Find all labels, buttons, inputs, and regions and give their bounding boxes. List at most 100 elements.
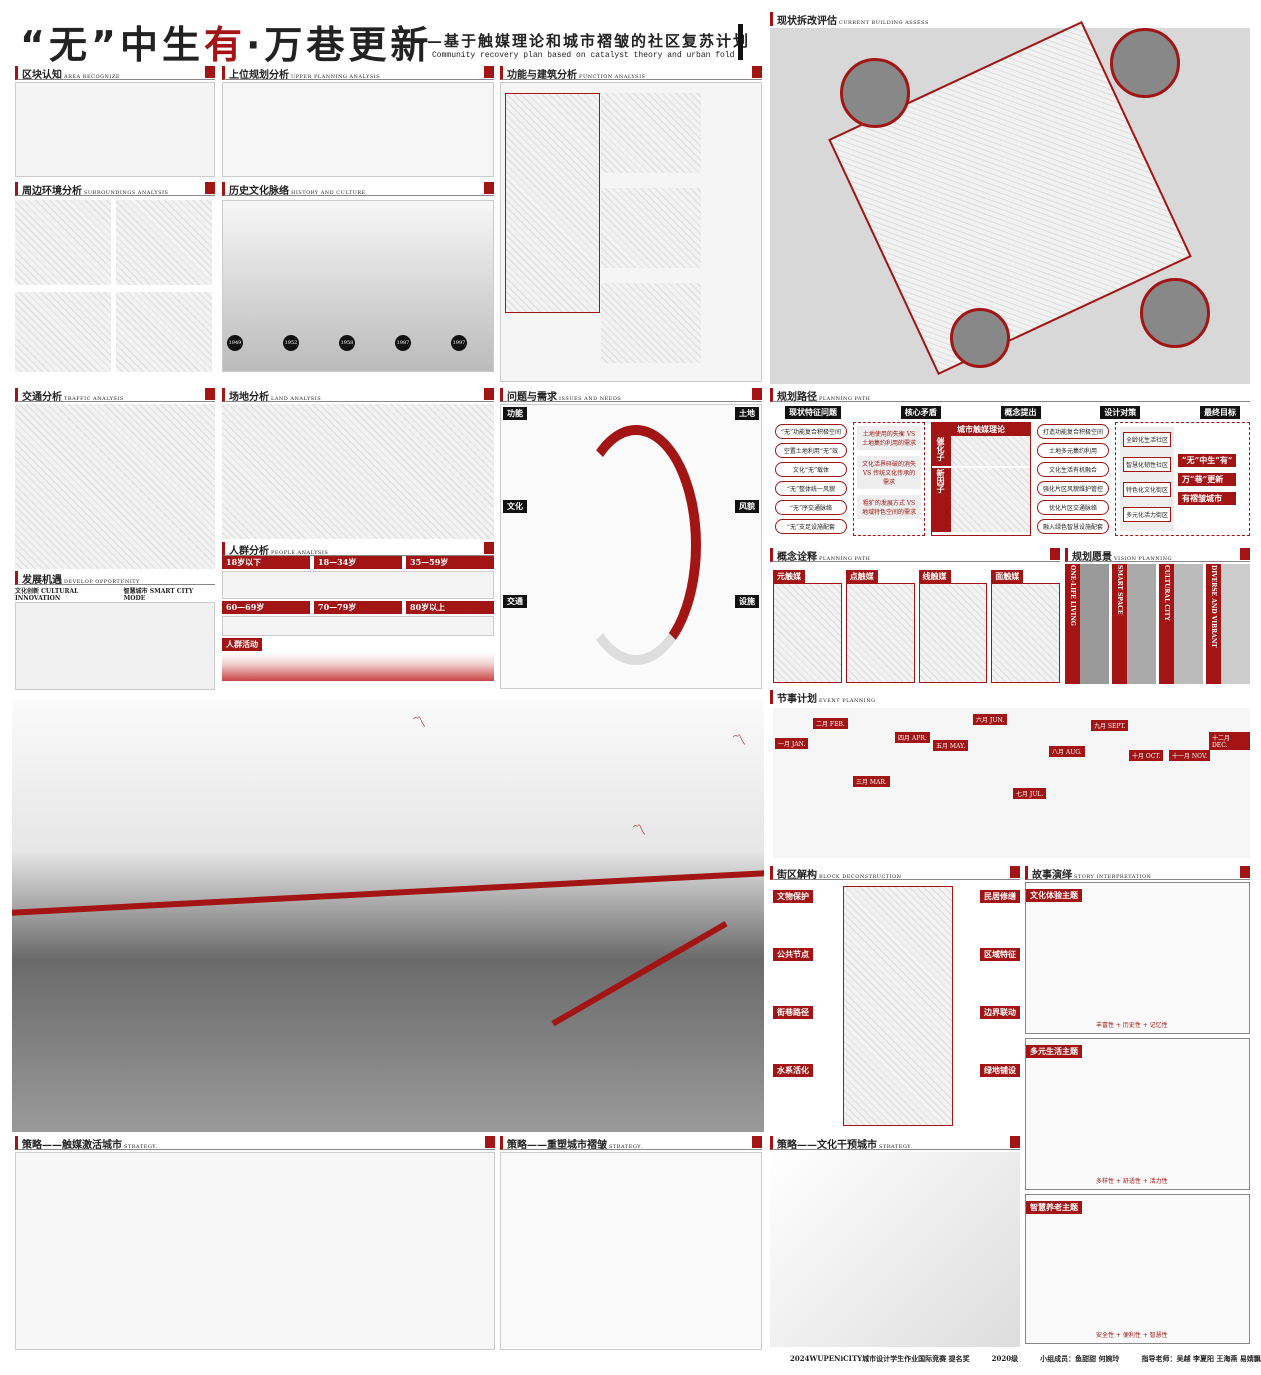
sections-block-en: BLOCK DECONSTRUCTION (819, 874, 902, 880)
sections-upper-en: UPPER PLANNING ANALYSIS (291, 74, 381, 80)
month-label: 十二月 DEC. (1209, 732, 1250, 750)
path-problems-1: 空置土地利用“无”效 (775, 443, 847, 458)
layered-block-axo (843, 886, 953, 1126)
sections-path-cn: 规划路径 (777, 392, 817, 402)
sections-story-cn: 故事演绎 (1032, 870, 1072, 880)
surround-map-3 (15, 292, 111, 372)
strategy1-diagrams (15, 1152, 495, 1350)
sections-vision-en: VISION PLANNING (1114, 556, 1172, 562)
photo-circle (950, 308, 1010, 368)
sections-surround-en: SURROUNDINGS ANALYSIS (84, 190, 169, 196)
land-maps (222, 404, 494, 539)
path-strategies-4: 优化片区交通脉络 (1037, 500, 1109, 515)
story-themes-0: 文化体验主题 (1026, 889, 1082, 902)
path-problems-4: “无”序交通脉络 (775, 500, 847, 515)
story-themes-1: 多元生活主题 (1026, 1045, 1082, 1058)
issue-tag: 文化 (503, 500, 527, 513)
elevated-walkway (12, 870, 764, 930)
story-slogans-1: 多样性 + 舒适性 + 活力性 (1096, 1178, 1168, 1185)
story-slogans-0: 丰富性 + 历史性 + 记忆性 (1096, 1022, 1168, 1029)
vision-tags-0: ONE-LIFE LIVING (1065, 564, 1080, 684)
award-text: 2024WUPENiCITY城市设计学生作业国际竞赛 提名奖 (790, 1354, 970, 1363)
sections-land-en: LAND ANALYSIS (271, 396, 322, 402)
year-1987: 1987 (395, 335, 411, 351)
sections-traffic-en: TRAFFIC ANALYSIS (64, 396, 124, 402)
path-strategies-2: 文化生活有机融合 (1037, 462, 1109, 477)
story-life: 多元生活主题多样性 + 舒适性 + 活力性 (1025, 1038, 1250, 1190)
sections-story-en: STORY INTERPRETATION (1074, 874, 1152, 880)
sections-history-cn: 历史文化脉络 (229, 186, 289, 196)
month-label: 十月 OCT. (1129, 750, 1164, 761)
grade-text: 2020级 (991, 1354, 1019, 1363)
title-highlight: 有 (203, 23, 246, 67)
bird-icon: 〽 (632, 823, 646, 839)
month-label: 三月 MAR. (853, 776, 890, 787)
function-axonometric (500, 82, 762, 382)
block-tags-6: 水系活化 (773, 1064, 813, 1077)
aerial-render: 〽 〽 〽 (12, 700, 764, 1132)
sections-function-en: FUNCTION ANALYSIS (579, 74, 646, 80)
month-label: 四月 APR. (895, 732, 930, 743)
block-tags-1: 民居修缮 (980, 890, 1020, 903)
current-site-map (770, 21, 1250, 384)
sections-surround-cn: 周边环境分析 (22, 186, 82, 196)
concept-tag: 线触媒 (918, 570, 951, 583)
concept-tag: 面触媒 (991, 570, 1024, 583)
sections-vision-cn: 规划愿景 (1072, 552, 1112, 562)
history-collage: 1949 1952 1958 1987 1997 (222, 200, 494, 372)
story-panels: 文化体验主题丰富性 + 历史性 + 记忆性 多元生活主题多样性 + 舒适性 + … (1025, 882, 1250, 1347)
issue-tag: 设施 (735, 595, 759, 608)
subtitle-en: Community recovery plan based on catalys… (432, 51, 735, 60)
year-1997: 1997 (451, 335, 467, 351)
issue-tag: 土地 (735, 407, 759, 420)
sections-develop-cn: 发展机遇 (22, 575, 62, 585)
story-slogans-2: 安全性 + 便利性 + 智慧性 (1096, 1332, 1168, 1339)
vision-panels: ONE-LIFE LIVING SMART SPACE CULTURAL CIT… (1065, 564, 1250, 684)
sections-strategy1-en: STRATEGY. (124, 1144, 158, 1150)
culture-innovation-label: 文化创新 CULTURAL INNOVATION (15, 588, 79, 602)
month-label: 八月 AUG. (1049, 746, 1085, 757)
sections-issues-cn: 问题与需求 (507, 392, 557, 402)
people-panel: 18岁以下 18—34岁 35—59岁 60—69岁 70—79岁 80岁以上 … (222, 556, 494, 686)
sections-block-cn: 街区解构 (777, 870, 817, 880)
smart-city-label: 智慧城市 SMART CITY MODE (123, 588, 194, 602)
function-map-2 (601, 188, 701, 268)
upper-plan-panel (222, 82, 494, 177)
year-1952: 1952 (283, 335, 299, 351)
strategy3-axonometric (770, 1152, 1020, 1347)
activity-chart (222, 653, 494, 681)
sections-event-cn: 节事计划 (777, 694, 817, 704)
issues-diagram: 功能 土地 文化 风貌 交通 设施 (500, 404, 762, 689)
strategy2-diagrams (500, 1152, 762, 1350)
concept-tag: 元触媒 (773, 570, 805, 583)
sections-land-cn: 场地分析 (229, 392, 269, 402)
path-conflicts-2: 粗犷的发展方式 VS 地域特色空间的需求 (857, 495, 921, 519)
planning-path: 现状特征问题 核心矛盾 概念提出 设计对策 最终目标 “无”功能复合积极空间空置… (775, 406, 1250, 544)
concept-tag: 点触媒 (845, 570, 878, 583)
surround-map-2 (116, 200, 212, 285)
area-map (15, 82, 215, 177)
sections-path-en: PLANNING PATH (819, 396, 871, 402)
month-label: 七月 JUL. (1013, 788, 1047, 799)
concept-panels: 元触媒 点触媒 线触媒 面触媒 (773, 564, 1060, 684)
month-label: 六月 JUN. (973, 714, 1008, 725)
strategies-list: 打造功能复合积极空间土地多元集约利用文化生活有机融合强化片区风貌维护管控优化片区… (1037, 422, 1109, 536)
activity-label: 人群活动 (222, 638, 262, 651)
surround-map-1 (15, 200, 111, 285)
block-tags-4: 街巷路径 (773, 1006, 813, 1019)
block-tags-0: 文物保护 (773, 890, 813, 903)
develop-panel: 文化创新 CULTURAL INNOVATION 智慧城市 SMART CITY … (15, 586, 215, 690)
traffic-maps (15, 404, 215, 569)
sections-concept-cn: 概念诠释 (777, 552, 817, 562)
concept-box: 城市触媒理论 催化子 新因子 (931, 422, 1031, 536)
goals-box: 全龄化生活社区智慧化韧性社区特色化文化街区多元化活力街区 “无”中生“有”万“巷… (1115, 422, 1250, 536)
title-bar (738, 24, 743, 60)
